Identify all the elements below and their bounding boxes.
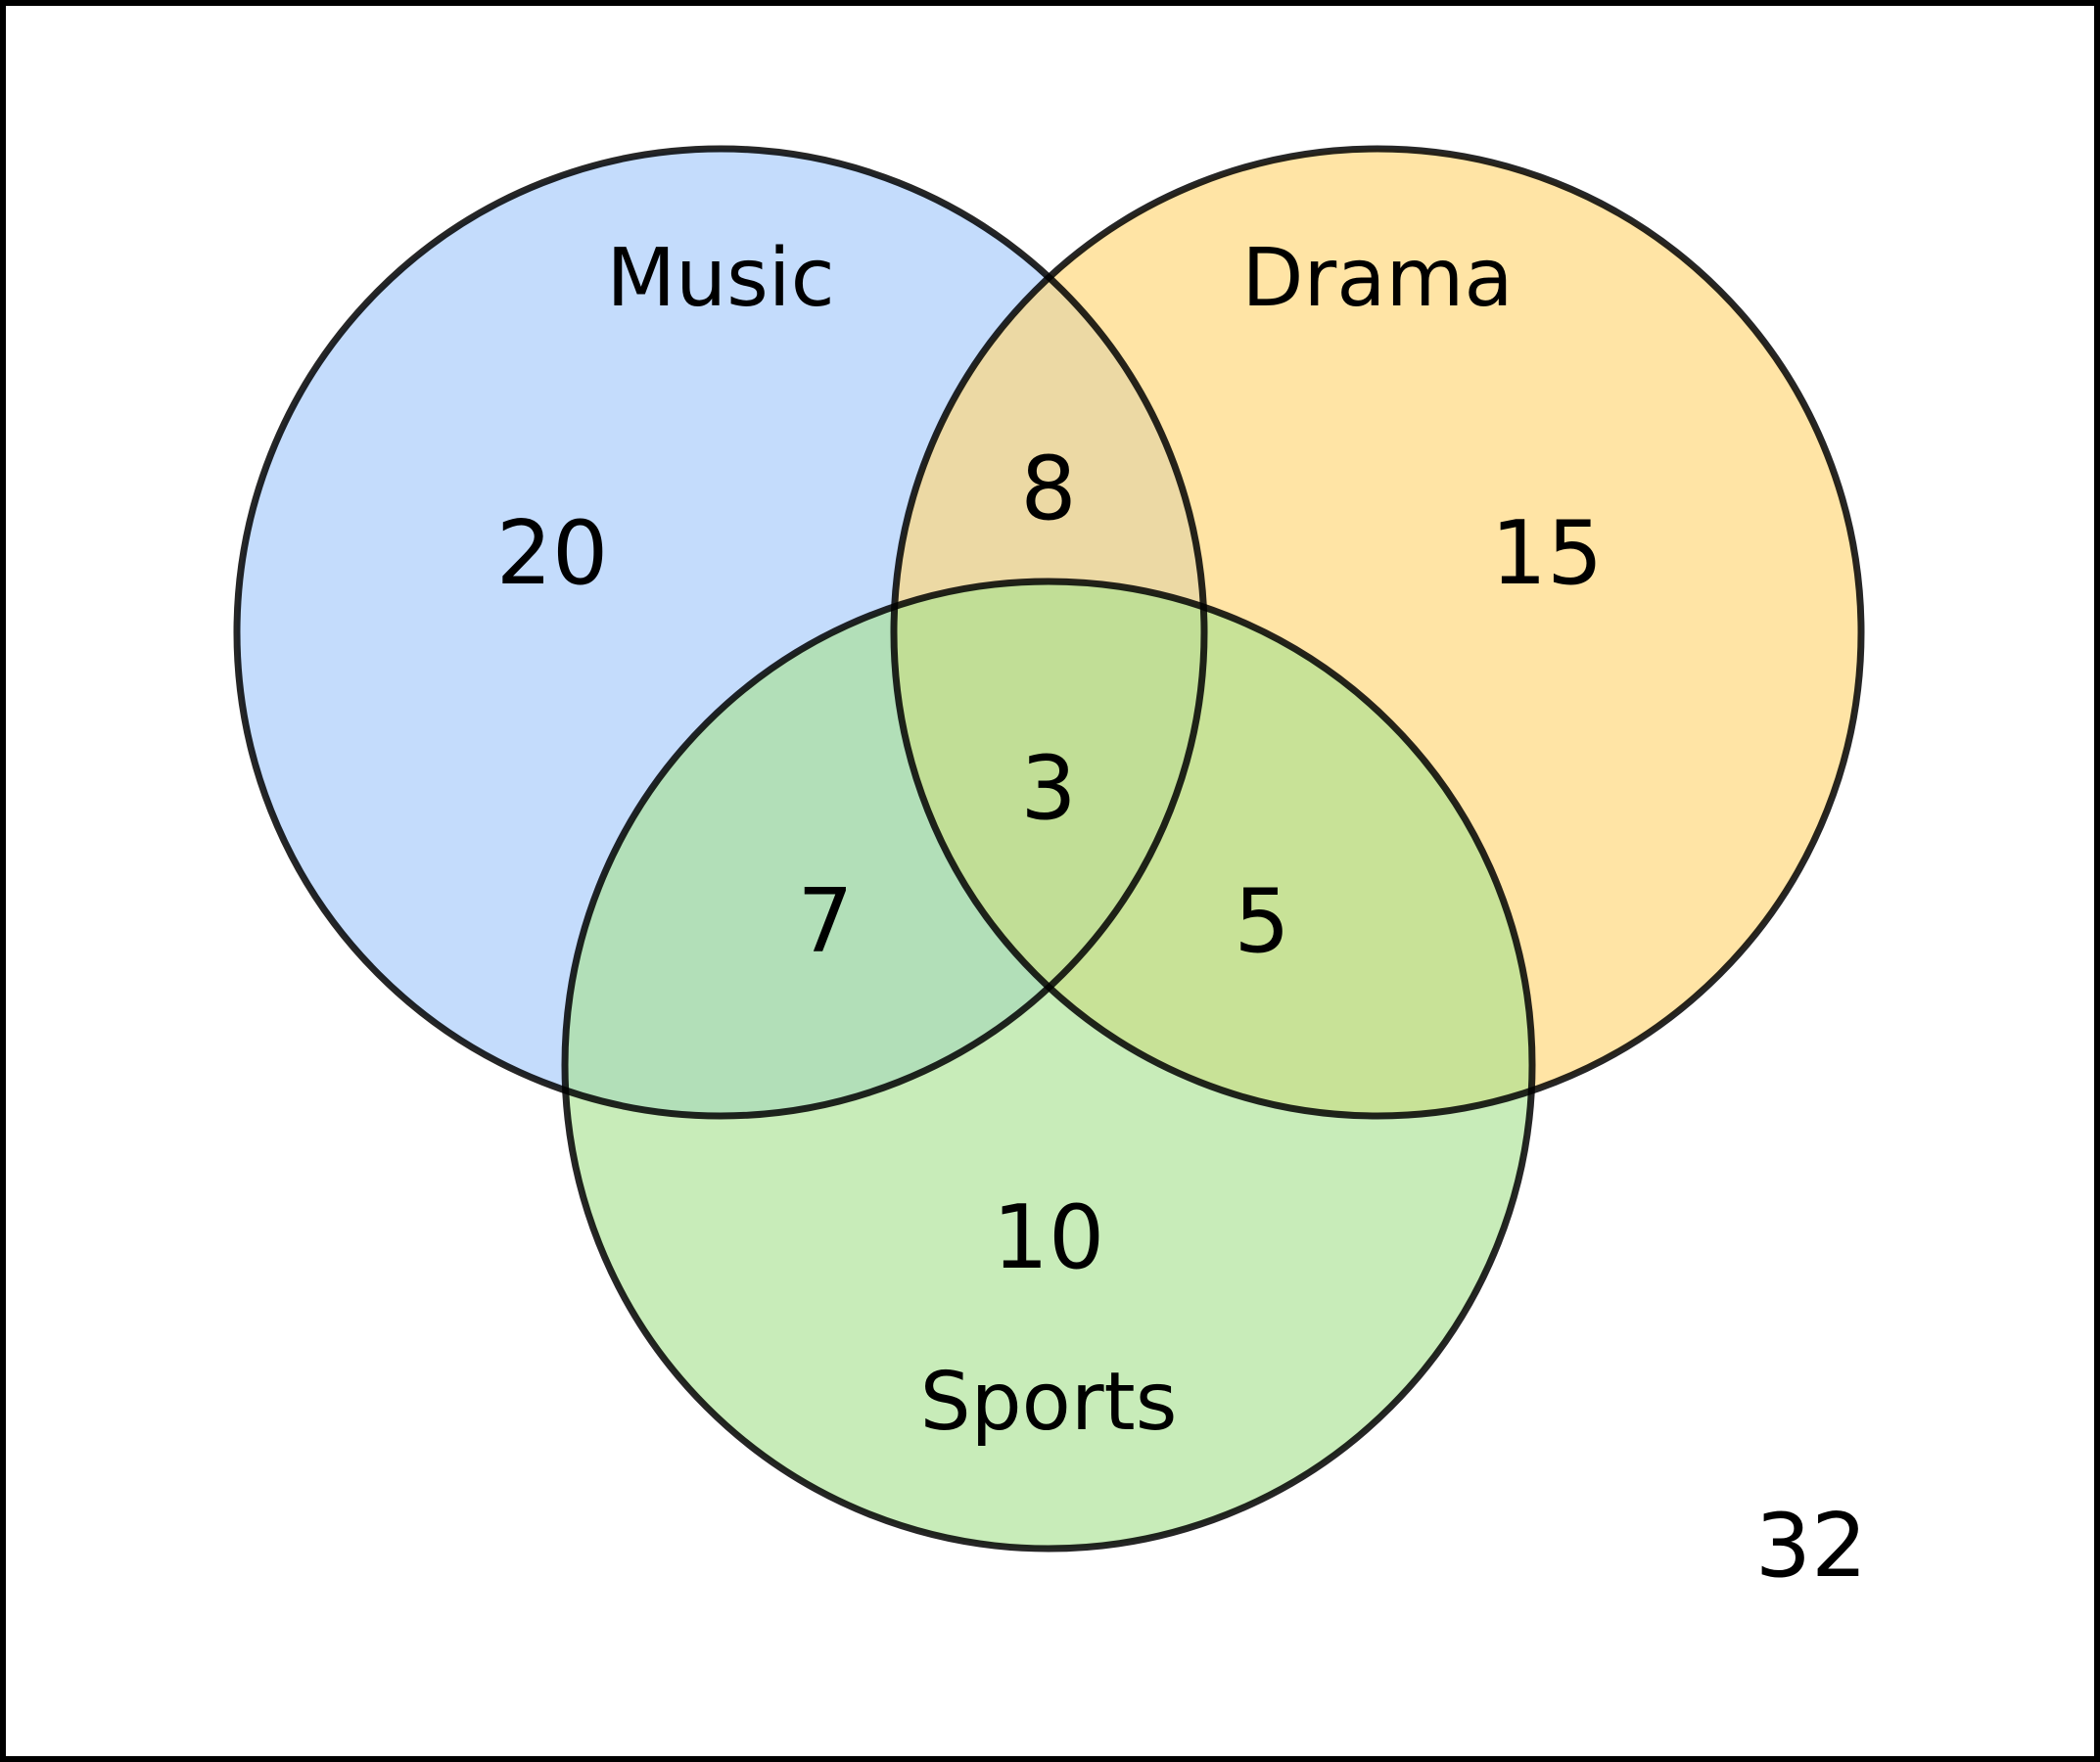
sports-set-label: Sports [920, 1356, 1178, 1449]
sports-only-count: 10 [993, 1186, 1105, 1289]
drama-only-count: 15 [1491, 502, 1604, 605]
sports-set-outline [561, 578, 1536, 1553]
drama-set-label: Drama [1241, 232, 1513, 325]
all-three-count: 3 [1020, 737, 1076, 840]
outside-count: 32 [1755, 1495, 1868, 1598]
music-drama-count: 8 [1020, 438, 1076, 540]
sports-set-circle [565, 581, 1532, 1549]
music-only-count: 20 [496, 502, 609, 605]
drama-set-outline [890, 145, 1865, 1120]
music-set-outline [233, 145, 1208, 1120]
music-set-label: Music [606, 232, 834, 325]
drama-sports-count: 5 [1234, 870, 1289, 973]
music-sports-count: 7 [797, 870, 853, 973]
